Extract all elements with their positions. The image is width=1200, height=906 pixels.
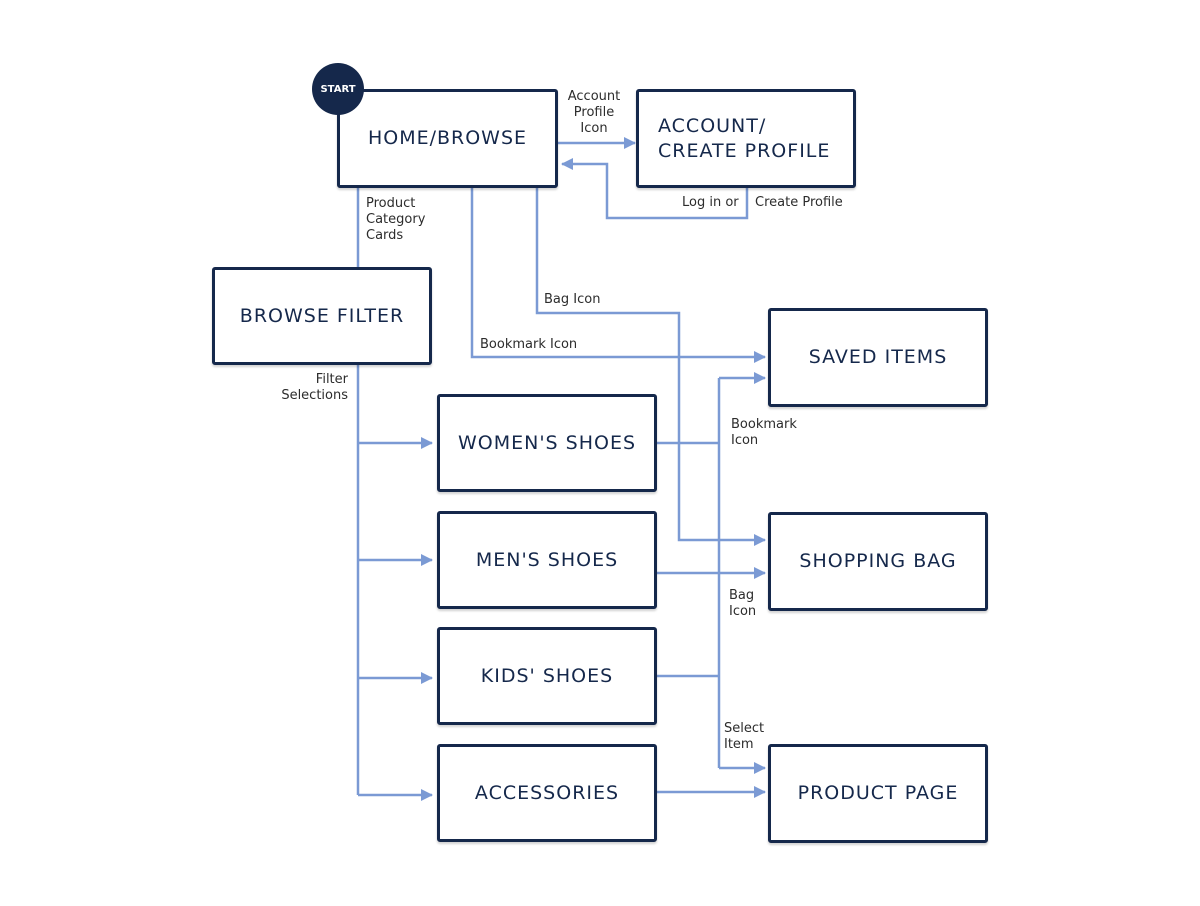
label-bag-icon-top: Bag Icon [544, 292, 601, 307]
connector-home-to-saved-items [470, 188, 766, 363]
label-select-item: Select Item [724, 721, 765, 752]
node-home-browse: HOME/BROWSE [337, 89, 558, 188]
node-accessories-label: ACCESSORIES [474, 781, 620, 804]
label-filter-selections: Filter Selections [281, 372, 348, 403]
node-womens-shoes: WOMEN'S SHOES [437, 394, 657, 492]
node-product-page-label: PRODUCT PAGE [797, 782, 959, 804]
start-badge: START [312, 63, 364, 115]
label-log-in-or: Log in or [682, 195, 739, 210]
node-account-label: ACCOUNT/ CREATE PROFILE [658, 114, 831, 162]
node-saved-items-label: SAVED ITEMS [808, 346, 948, 368]
node-mens-shoes-label: MEN'S SHOES [475, 548, 619, 571]
label-create-profile: Create Profile [755, 195, 843, 210]
label-product-category-cards: Product Category Cards [366, 196, 426, 243]
node-shopping-bag: SHOPPING BAG [768, 512, 988, 611]
node-home-browse-label: HOME/BROWSE [367, 127, 528, 149]
node-browse-filter: BROWSE FILTER [212, 267, 432, 365]
connector-account-to-home [561, 158, 749, 220]
start-badge-label: START [320, 83, 356, 95]
node-shopping-bag-label: SHOPPING BAG [799, 550, 957, 572]
node-accessories: ACCESSORIES [437, 744, 657, 842]
node-kids-shoes: KIDS' SHOES [437, 627, 657, 725]
label-bag-icon-right: Bag Icon [729, 588, 757, 619]
label-bookmark-icon-right: Bookmark Icon [731, 417, 797, 448]
node-account-create-profile: ACCOUNT/ CREATE PROFILE [636, 89, 856, 188]
node-saved-items: SAVED ITEMS [768, 308, 988, 407]
node-womens-shoes-label: WOMEN'S SHOES [457, 431, 637, 454]
label-bookmark-icon-top: Bookmark Icon [480, 337, 578, 352]
node-product-page: PRODUCT PAGE [768, 744, 988, 843]
node-browse-filter-label: BROWSE FILTER [239, 304, 405, 327]
node-mens-shoes: MEN'S SHOES [437, 511, 657, 609]
node-kids-shoes-label: KIDS' SHOES [480, 664, 614, 687]
connector-home-to-shopping-bag [535, 188, 766, 546]
label-account-profile-icon: Account Profile Icon [567, 89, 621, 136]
